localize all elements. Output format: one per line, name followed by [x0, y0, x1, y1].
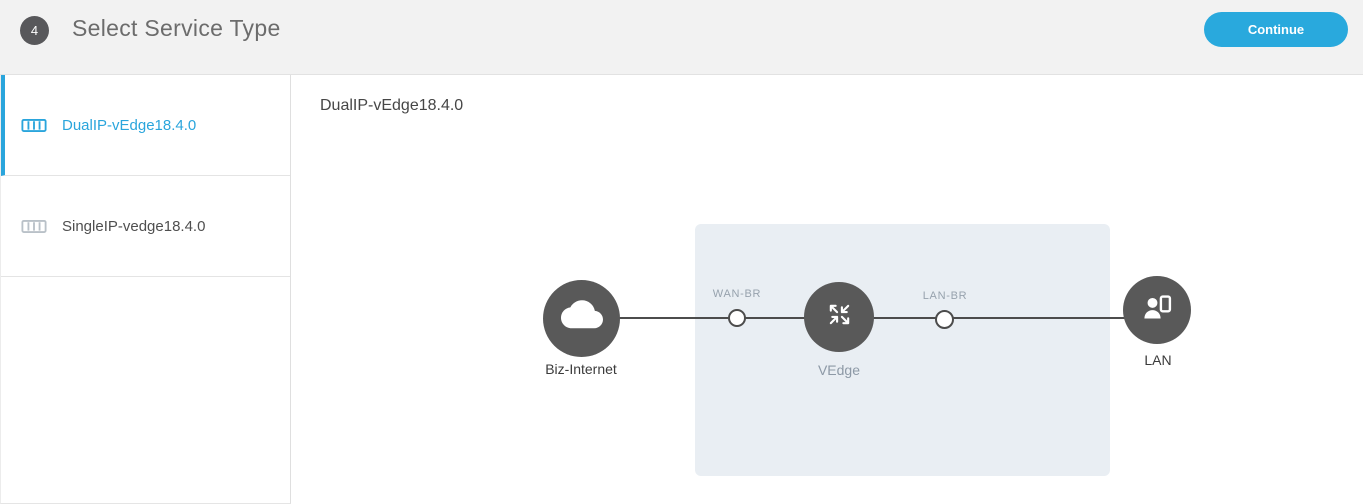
vedge-panel-background: [695, 224, 1110, 476]
node-biz-internet: [543, 280, 620, 357]
node-vedge: [804, 282, 874, 352]
sidebar-item-dualip-vedge[interactable]: DualIP-vEdge18.4.0: [1, 75, 290, 176]
node-lan: [1123, 276, 1191, 344]
connector-lan-br: [935, 310, 954, 329]
connector-label-lan-br: LAN-BR: [922, 290, 968, 302]
traffic-arrows-icon: [826, 301, 853, 333]
page-title: Select Service Type: [72, 15, 281, 41]
selected-service-title: DualIP-vEdge18.4.0: [320, 97, 464, 114]
topology-preview-area: DualIP-vEdge18.4.0 WAN-BR: [292, 75, 1363, 504]
node-label-lan: LAN: [1144, 352, 1172, 368]
header-bar: 4 Select Service Type Continue: [0, 0, 1363, 75]
switch-icon: [21, 217, 47, 235]
switch-icon: [21, 116, 47, 134]
connector-label-wan-br: WAN-BR: [712, 288, 762, 300]
user-device-icon: [1139, 290, 1175, 331]
sidebar-item-label: DualIP-vEdge18.4.0: [62, 116, 197, 134]
connector-wan-br: [728, 309, 746, 327]
service-list-sidebar: DualIP-vEdge18.4.0 SingleIP-vedge18.4.0: [0, 75, 291, 504]
cloud-icon: [560, 295, 603, 342]
node-label-biz-internet: Biz-Internet: [545, 361, 617, 377]
sidebar-item-label: SingleIP-vedge18.4.0: [62, 217, 206, 235]
continue-button[interactable]: Continue: [1204, 12, 1348, 47]
node-label-vedge: VEdge: [817, 362, 861, 378]
step-number: 4: [30, 23, 39, 38]
step-number-badge: 4: [20, 16, 49, 45]
sidebar-item-singleip-vedge[interactable]: SingleIP-vedge18.4.0: [1, 176, 290, 277]
